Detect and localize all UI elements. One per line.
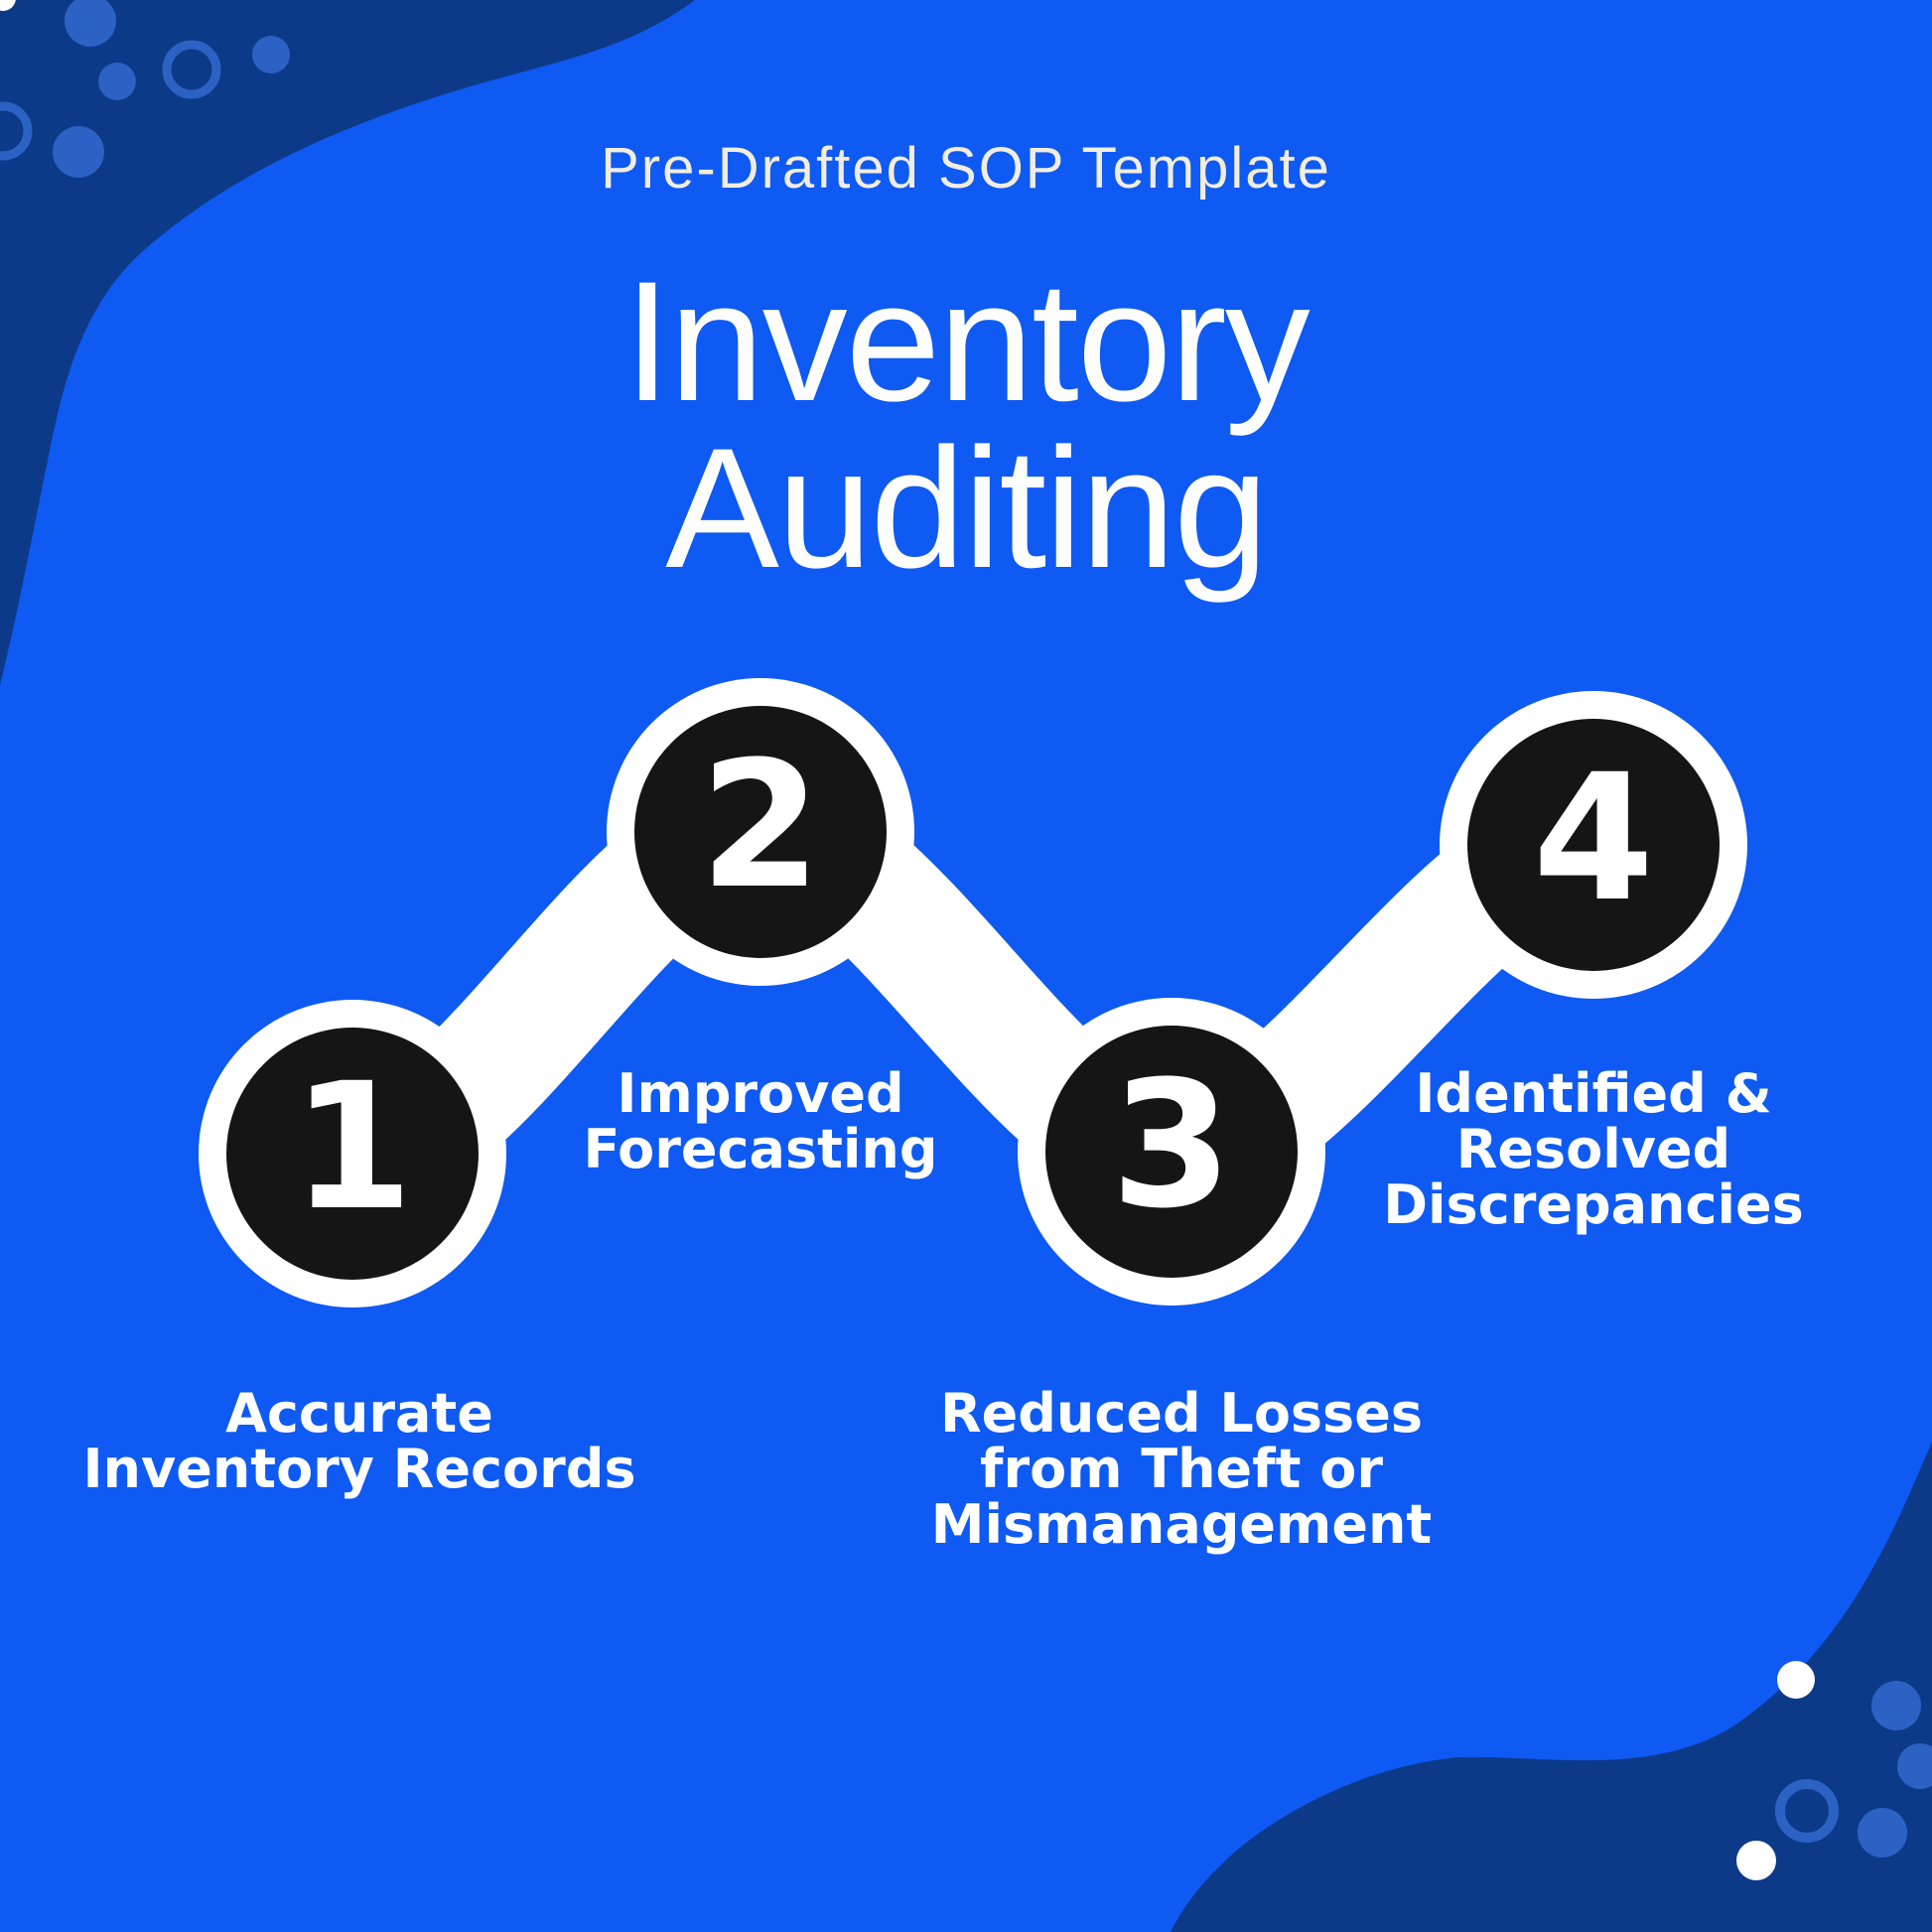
eyebrow-text: Pre-Drafted SOP Template bbox=[601, 136, 1331, 201]
step-1-number: 1 bbox=[291, 1045, 414, 1249]
decorative-ring bbox=[1775, 1779, 1839, 1843]
step-3-label: Reduced Losses from Theft or Mismanageme… bbox=[930, 1382, 1433, 1556]
step-3-circle: 3 bbox=[1045, 1026, 1298, 1278]
decorative-ring bbox=[162, 40, 221, 99]
decorative-dot-white bbox=[1736, 1841, 1776, 1880]
step-2-circle: 2 bbox=[634, 706, 887, 958]
page-title: Inventory Auditing bbox=[0, 246, 1932, 604]
decorative-dot bbox=[252, 36, 290, 73]
decorative-dot bbox=[98, 63, 136, 100]
decorative-dot bbox=[53, 126, 104, 178]
step-4-label: Identified & Resolved Discrepancies bbox=[1383, 1062, 1804, 1236]
connector-wave bbox=[289, 767, 1657, 1217]
page-title-line-2: Auditing bbox=[665, 413, 1269, 604]
step-2-label: Improved Forecasting bbox=[583, 1062, 938, 1180]
decorative-dot-white bbox=[1777, 1661, 1815, 1699]
page-title-line-1: Inventory bbox=[623, 246, 1310, 437]
step-3-number: 3 bbox=[1110, 1043, 1233, 1247]
step-4-circle: 4 bbox=[1467, 719, 1720, 971]
step-4-number: 4 bbox=[1532, 737, 1655, 940]
corner-blob-bottom-right bbox=[1171, 1442, 1932, 1932]
decorative-dot-white bbox=[0, 0, 16, 11]
corner-blob-top-left bbox=[0, 0, 695, 685]
step-1-label: Accurate Inventory Records bbox=[82, 1382, 636, 1500]
decorative-ring bbox=[0, 101, 33, 161]
decorative-dot bbox=[65, 0, 116, 47]
decorative-dot bbox=[1871, 1681, 1921, 1730]
step-2-number: 2 bbox=[699, 724, 822, 927]
decorative-dot bbox=[1897, 1743, 1932, 1789]
step-1-circle: 1 bbox=[226, 1028, 479, 1280]
decorative-dot bbox=[1858, 1808, 1907, 1858]
